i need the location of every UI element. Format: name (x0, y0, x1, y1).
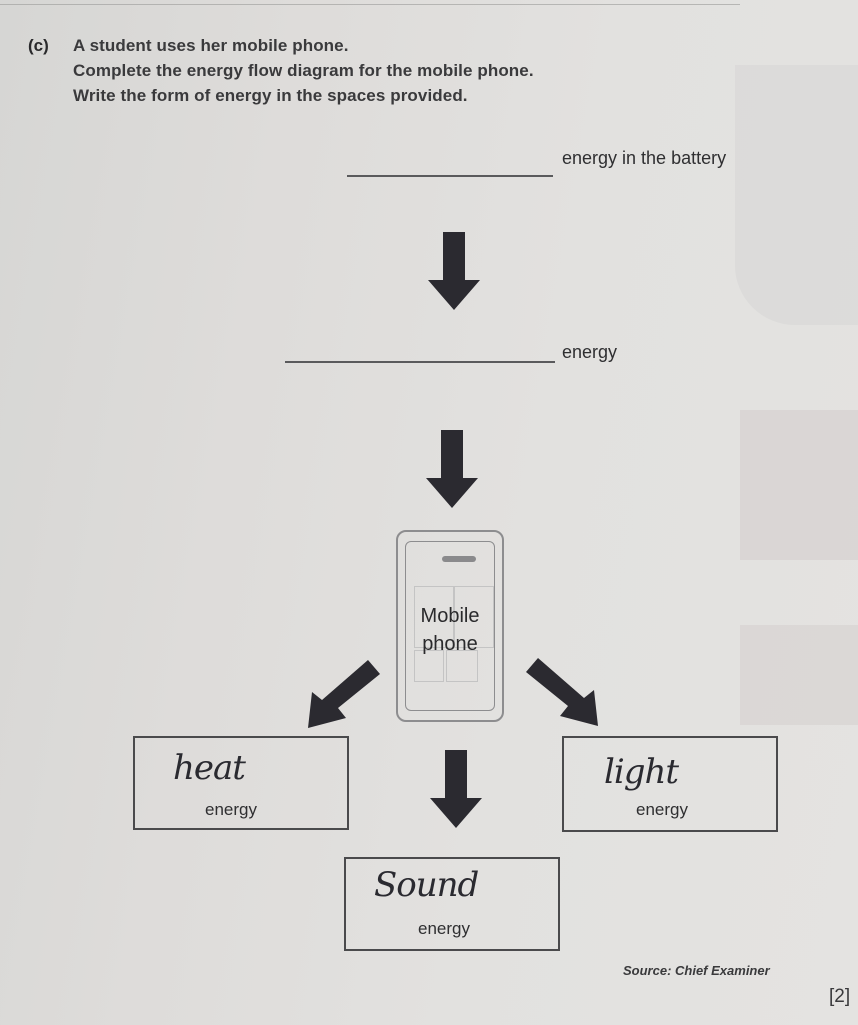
handwritten-answer-heat: heat (173, 748, 246, 788)
down-arrow-icon (430, 750, 482, 828)
page-top-rule (0, 4, 740, 5)
handwritten-answer-sound: Sound (374, 865, 479, 905)
background-bleed-through (740, 625, 858, 725)
phone-screen-tile (414, 586, 454, 648)
heat-energy-label: energy (205, 800, 257, 819)
output-box-heat[interactable]: heat energy (133, 736, 349, 830)
answer-blank-intermediate[interactable] (285, 361, 555, 363)
question-line-3: Write the form of energy in the spaces p… (73, 86, 468, 105)
output-box-light[interactable]: light energy (562, 736, 778, 832)
handwritten-answer-light: light (604, 752, 679, 792)
sound-energy-label: energy (418, 919, 470, 938)
down-left-arrow-icon (308, 660, 380, 728)
phone-screen-tile (446, 650, 478, 682)
output-box-sound[interactable]: Sound energy (344, 857, 560, 951)
phone-speaker (442, 556, 476, 562)
question-line-1: A student uses her mobile phone. (73, 36, 349, 55)
answer-blank-battery[interactable] (347, 175, 553, 177)
phone-screen (405, 541, 495, 711)
phone-screen-tile (414, 650, 444, 682)
down-right-arrow-icon (526, 658, 598, 726)
battery-energy-label: energy in the battery (562, 148, 727, 168)
background-bleed-through (735, 65, 858, 325)
mobile-phone-icon: Mobile phone (396, 530, 504, 722)
question-line-2: Complete the energy flow diagram for the… (73, 61, 534, 80)
phone-label: Mobile phone (420, 605, 480, 655)
source-credit: Source: Chief Examiner (623, 963, 770, 978)
light-energy-label: energy (636, 800, 688, 819)
intermediate-energy-label: energy (562, 342, 618, 362)
background-bleed-through (740, 410, 858, 560)
marks-indicator: [2] (829, 986, 851, 1007)
down-arrow-icon (428, 232, 480, 310)
phone-screen-tile (454, 586, 494, 648)
down-arrow-icon (426, 430, 478, 508)
question-label: (c) (28, 36, 49, 55)
